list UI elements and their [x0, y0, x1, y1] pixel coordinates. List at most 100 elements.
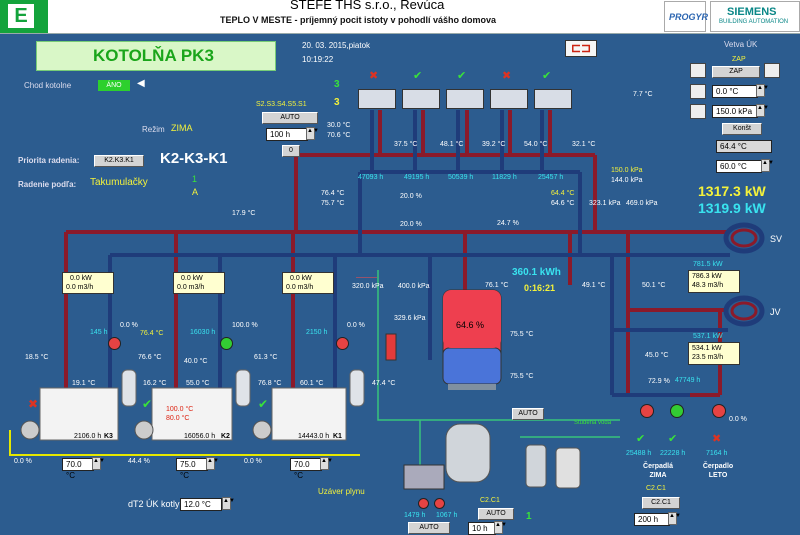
seq-hours-spinner[interactable]: ▲▼: [306, 127, 319, 140]
jv-infobox: 534.1 kW 23.5 m3/h: [688, 342, 740, 365]
boiler-k3-heat: 2106.0 h: [74, 433, 102, 440]
vetva-press-spinner[interactable]: ▲▼: [756, 104, 769, 117]
speaker-icon[interactable]: ◀: [137, 78, 145, 89]
consumer-unit-2[interactable]: [402, 89, 440, 109]
boiler-k3-tin: 19.1 °C: [72, 380, 96, 387]
temp-450: 45.0 °C: [645, 352, 669, 359]
jv-label: JV: [770, 307, 781, 317]
dt-label: dT2 ÚK kotly: [128, 499, 180, 509]
sv-flow: 48.3 m3/h: [692, 282, 724, 289]
status-x-icon: ✖: [502, 70, 512, 82]
vetva-value-2[interactable]: 60.0 °C: [716, 160, 762, 173]
pump-leto-x-icon: ✖: [712, 433, 722, 445]
auto-button-hot-water[interactable]: AUTO: [512, 408, 544, 420]
boiler-k2-valve: 100.0 %: [232, 322, 258, 329]
boiler-k3-spinner[interactable]: ▲▼: [92, 457, 105, 470]
boiler-k1-setpoint[interactable]: 70.0 °C: [290, 458, 322, 480]
boiler-k1-pump-icon[interactable]: [336, 337, 349, 350]
priorita-label: Priorita radenia:: [18, 156, 80, 165]
boiler-k3-valve: 0.0 %: [120, 322, 138, 329]
press-4690: 469.0 kPa: [626, 200, 658, 207]
consumer-unit-4[interactable]: [490, 89, 528, 109]
consumer-unit-1[interactable]: [358, 89, 396, 109]
boiler-k3-x-icon: ✖: [28, 397, 39, 411]
sv-label: SV: [770, 234, 783, 244]
status-check-icon: ✔: [457, 70, 467, 82]
settings-icon[interactable]: [690, 84, 706, 99]
progyr-text: PROGYR: [669, 12, 709, 22]
temp-755-b: 75.5 °C: [510, 373, 534, 380]
power-total-2: 1319.9 kW: [698, 200, 766, 216]
gauge-icon[interactable]: [690, 104, 706, 119]
press-3200: 320.0 kPa: [352, 283, 384, 290]
vetva-press-input[interactable]: 150.0 kPa: [712, 105, 758, 118]
hours-spinner-bottom[interactable]: ▲▼: [494, 521, 507, 534]
alarm-icon[interactable]: ⊏⊐: [565, 40, 597, 57]
logo-progyr: PROGYR: [664, 1, 709, 32]
press-3231: 323.1 kPa: [589, 200, 621, 207]
time-display: 10:19:22: [302, 55, 334, 64]
plant-title-box: KOTOLŇA PK3: [36, 41, 276, 71]
vetva-temp-input[interactable]: 0.0 °C: [712, 85, 758, 98]
pump-zima-2-icon[interactable]: [670, 404, 684, 418]
clock-icon[interactable]: [690, 63, 706, 78]
priorita-button[interactable]: K2.K3.K1: [94, 155, 144, 167]
consumer-hours-2: 49195 h: [404, 174, 430, 181]
boiler-k2-setpoint[interactable]: 75.0 °C: [176, 458, 208, 480]
vetva-konst-button[interactable]: Konšt: [722, 123, 762, 135]
boiler-k2-spinner[interactable]: ▲▼: [206, 457, 219, 470]
jv-kw: 537.1 kW: [693, 333, 723, 340]
press-3296: 329.6 kPa: [394, 315, 426, 322]
boiler-k1-tout: 61.3 °C: [254, 354, 278, 361]
consumer-temp-2: 48.1 °C: [440, 141, 464, 148]
press-4000: 400.0 kPa: [398, 283, 430, 290]
vetva-zap-button[interactable]: ZAP: [712, 66, 760, 78]
auto-button-bottom[interactable]: AUTO: [408, 522, 450, 534]
boiler-k3-tb: 16.2 °C: [143, 380, 167, 387]
boiler-k3-setpoint[interactable]: 70.0 °C: [62, 458, 94, 480]
pump-hours-spinner[interactable]: ▲▼: [668, 512, 681, 525]
pump-hours-input[interactable]: 200 h: [634, 513, 670, 526]
consumer-unit-5[interactable]: [534, 89, 572, 109]
hours-input-bottom[interactable]: 10 h: [468, 522, 496, 535]
seq-auto-button[interactable]: AUTO: [262, 112, 318, 124]
pump-cc-button[interactable]: C2.C1: [642, 497, 680, 509]
boiler-k2-pump-icon[interactable]: [220, 337, 233, 350]
boiler-k2-tb: 76.8 °C: [258, 380, 282, 387]
consumer-unit-3[interactable]: [446, 89, 484, 109]
boiler-k1-valve: 0.0 %: [347, 322, 365, 329]
seq-zero-button[interactable]: 0: [282, 145, 300, 157]
temp-491: 49.1 °C: [582, 282, 606, 289]
vetva-value-1: 64.4 °C: [716, 140, 772, 153]
consumer-hours-5: 25457 h: [538, 174, 564, 181]
valve-20-b: 20.0 %: [400, 221, 422, 228]
dt-input[interactable]: 12.0 °C: [180, 498, 222, 511]
company-subtitle: TEPLO V MESTE - príjemný pocit istoty v …: [220, 15, 497, 25]
vetva-temp-spinner[interactable]: ▲▼: [756, 84, 769, 97]
rezim-label: Režim: [142, 125, 165, 134]
chart-icon[interactable]: [764, 63, 780, 78]
boiler-shapes: [20, 369, 365, 441]
sv-power: 786.3 kW: [692, 273, 722, 280]
bottom-pump-1-icon[interactable]: [418, 498, 429, 509]
radenie-label: Radenie podľa:: [18, 180, 77, 189]
vetva-value-2-spinner[interactable]: ▲▼: [761, 159, 774, 172]
boiler-k2-tout: 76.6 °C: [138, 354, 162, 361]
status-x-icon: ✖: [369, 70, 379, 82]
temp-764: 76.4 °C: [321, 190, 345, 197]
bottom-pump-2-icon[interactable]: [434, 498, 445, 509]
seq-hours-input[interactable]: 100 h: [266, 128, 308, 141]
pump-leto-icon[interactable]: [712, 404, 726, 418]
boiler-k1-id: K1: [333, 433, 342, 440]
boiler-k1-spinner[interactable]: ▲▼: [320, 457, 333, 470]
auto-button-c2c1[interactable]: AUTO: [478, 508, 514, 520]
pump-zima-1-icon[interactable]: [640, 404, 654, 418]
dt-spinner[interactable]: ▲▼: [222, 497, 235, 510]
press-1440: 144.0 kPa: [611, 177, 643, 184]
boiler-k3-kw: 0.0 kW: [70, 275, 92, 282]
boiler-k2-infobox: 0.0 kW 0.0 m3/h: [173, 272, 225, 294]
c2c1-label: C2.C1: [480, 497, 500, 504]
boiler-k3-pump-icon[interactable]: [108, 337, 121, 350]
logo-siemens: SIEMENS BUILDING AUTOMATION: [710, 1, 800, 32]
